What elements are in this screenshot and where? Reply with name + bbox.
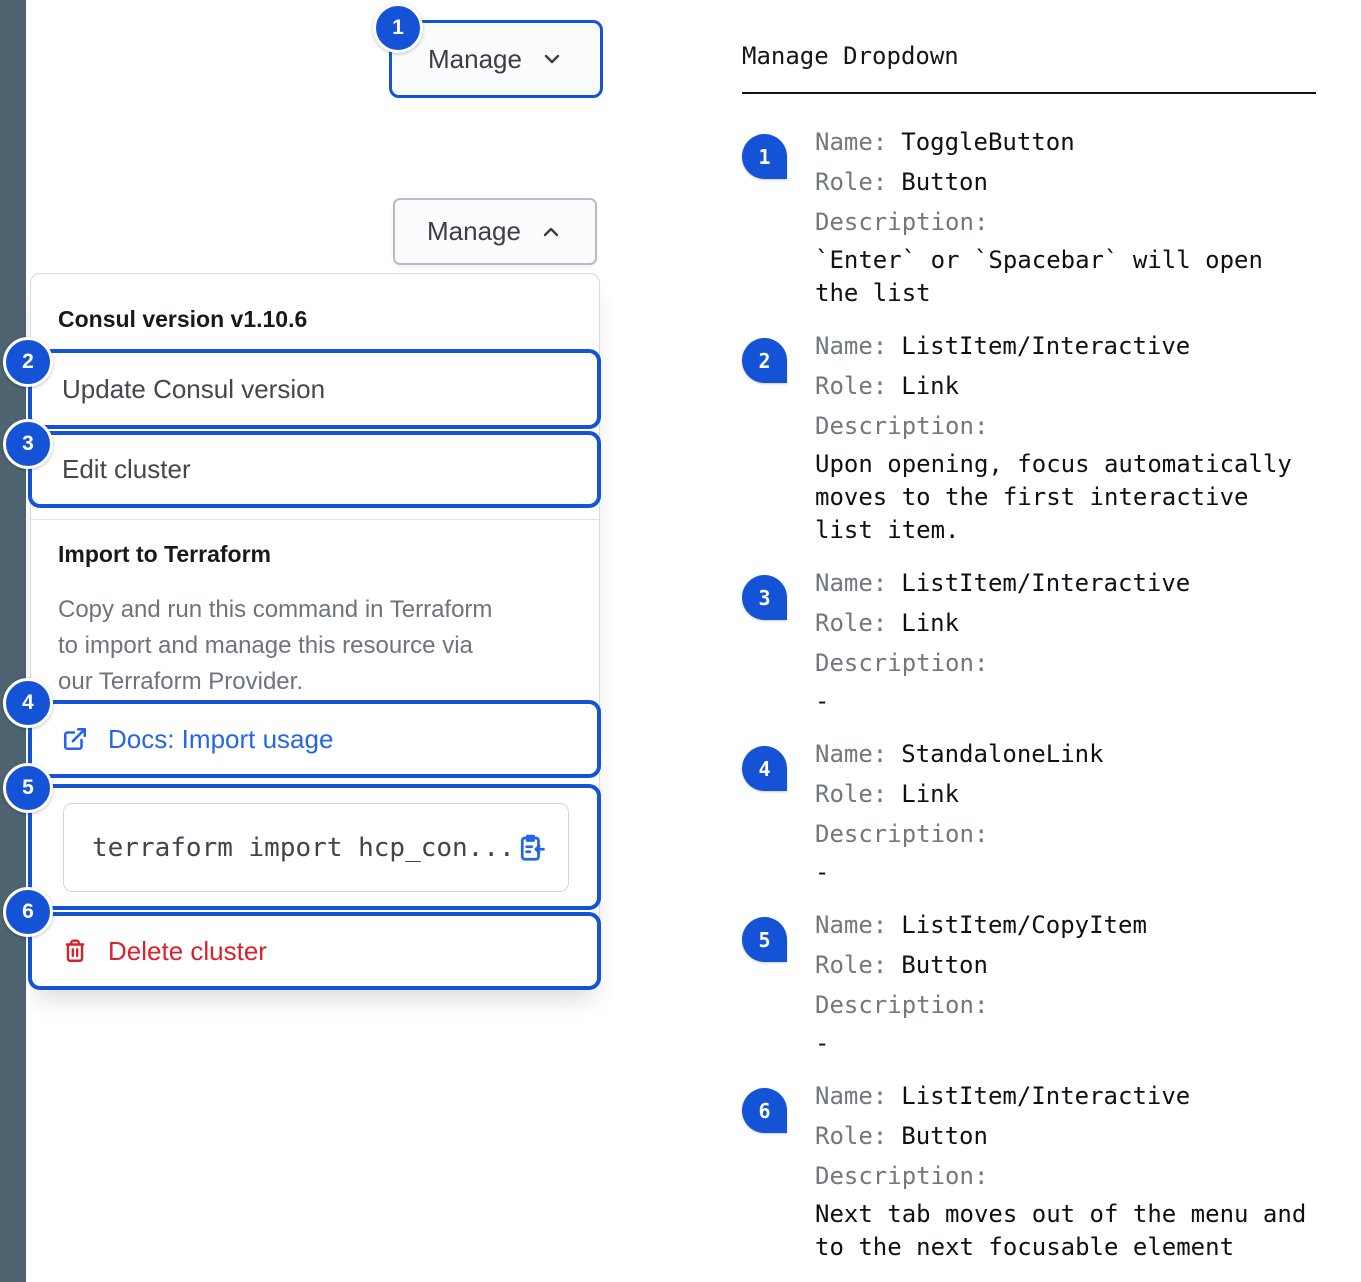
manage-toggle-label: Manage bbox=[428, 43, 522, 74]
description-value: - bbox=[815, 1029, 830, 1057]
menu-item-delete-cluster[interactable]: Delete cluster bbox=[28, 912, 601, 990]
menu-item-docs-import-usage[interactable]: Docs: Import usage bbox=[28, 700, 601, 778]
description-label: Description: bbox=[815, 412, 989, 440]
name-label: Name: bbox=[815, 332, 888, 360]
spec-badge-6: 6 bbox=[742, 1088, 787, 1133]
spec-badge-3: 3 bbox=[742, 575, 787, 620]
docs-link-label: Docs: Import usage bbox=[108, 723, 334, 754]
role-label: Role: bbox=[815, 1122, 888, 1150]
name-value: ListItem/Interactive bbox=[901, 332, 1191, 360]
annotation-badge-3: 3 bbox=[3, 419, 53, 469]
role-label: Role: bbox=[815, 951, 888, 979]
role-value: Button bbox=[901, 951, 988, 979]
consul-version-header: Consul version v1.10.6 bbox=[58, 306, 308, 332]
description-value: Next tab moves out of the menu and to th… bbox=[815, 1200, 1307, 1261]
manage-toggle-button-closed[interactable]: Manage bbox=[389, 20, 603, 98]
spec-entries: 1 Name: ToggleButton Role: Button Descript… bbox=[742, 122, 1327, 1264]
import-terraform-header: Import to Terraform bbox=[58, 541, 271, 567]
menu-item-label: Edit cluster bbox=[62, 454, 191, 484]
name-label: Name: bbox=[815, 128, 888, 156]
role-value: Link bbox=[901, 780, 960, 808]
spec-divider bbox=[742, 92, 1316, 94]
description-label: Description: bbox=[815, 208, 989, 236]
annotation-badge-1: 1 bbox=[373, 3, 423, 53]
name-value: ListItem/Interactive bbox=[901, 569, 1191, 597]
description-label: Description: bbox=[815, 649, 989, 677]
menu-item-update-consul-version[interactable]: Update Consul version bbox=[28, 349, 601, 429]
terraform-command-text: terraform import hcp_con... bbox=[92, 832, 515, 863]
menu-item-copy-command[interactable]: terraform import hcp_con... bbox=[28, 784, 601, 910]
spec-badge-5: 5 bbox=[742, 917, 787, 962]
role-value: Link bbox=[901, 372, 960, 400]
chevron-down-icon bbox=[544, 54, 560, 64]
name-label: Name: bbox=[815, 911, 888, 939]
name-value: ListItem/Interactive bbox=[901, 1082, 1191, 1110]
left-sidebar-strip bbox=[0, 0, 26, 1282]
external-link-icon bbox=[63, 727, 87, 751]
annotation-badge-2: 2 bbox=[3, 337, 53, 387]
manage-toggle-label: Manage bbox=[427, 216, 521, 246]
role-value: Button bbox=[901, 1122, 988, 1150]
clipboard-copy-icon[interactable] bbox=[516, 833, 546, 863]
name-label: Name: bbox=[815, 569, 888, 597]
annotation-badge-4: 4 bbox=[3, 678, 53, 728]
menu-item-label: Update Consul version bbox=[62, 373, 326, 404]
description-label: Description: bbox=[815, 991, 989, 1019]
spec-badge-2: 2 bbox=[742, 338, 787, 383]
description-value: - bbox=[815, 858, 830, 886]
spec-title: Manage Dropdown bbox=[742, 42, 959, 70]
annotation-badge-5: 5 bbox=[3, 763, 53, 813]
spec-entry-2: 2 Name: ListItem/Interactive Role: Link De… bbox=[742, 326, 1327, 547]
role-value: Button bbox=[901, 168, 988, 196]
manage-toggle-button-open[interactable]: Manage bbox=[393, 198, 597, 265]
spec-entry-1: 1 Name: ToggleButton Role: Button Descript… bbox=[742, 122, 1327, 310]
spec-entry-5: 5 Name: ListItem/CopyItem Role: Button Des… bbox=[742, 905, 1327, 1060]
spec-badge-1: 1 bbox=[742, 134, 787, 179]
name-label: Name: bbox=[815, 740, 888, 768]
role-label: Role: bbox=[815, 168, 888, 196]
name-value: ToggleButton bbox=[901, 128, 1075, 156]
spec-entry-3: 3 Name: ListItem/Interactive Role: Link De… bbox=[742, 563, 1327, 718]
annotation-badge-6: 6 bbox=[3, 887, 53, 937]
import-terraform-description: Copy and run this command in Terraform t… bbox=[58, 596, 493, 695]
spec-entry-6: 6 Name:ListItem/Interactive Role:Button … bbox=[742, 1076, 1327, 1264]
description-value: - bbox=[815, 687, 830, 715]
name-label: Name: bbox=[815, 1082, 888, 1110]
menu-divider bbox=[31, 519, 599, 520]
chevron-up-icon bbox=[543, 227, 559, 236]
description-label: Description: bbox=[815, 820, 989, 848]
description-value: `Enter` or `Spacebar` will open the list bbox=[815, 246, 1263, 307]
role-label: Role: bbox=[815, 372, 888, 400]
role-value: Link bbox=[901, 609, 960, 637]
role-label: Role: bbox=[815, 780, 888, 808]
name-value: StandaloneLink bbox=[901, 740, 1104, 768]
description-value: Upon opening, focus automatically moves … bbox=[815, 450, 1292, 544]
trash-icon bbox=[65, 939, 85, 962]
menu-item-edit-cluster[interactable]: Edit cluster bbox=[28, 431, 601, 508]
delete-cluster-label: Delete cluster bbox=[108, 935, 267, 966]
terraform-command-box[interactable]: terraform import hcp_con... bbox=[63, 803, 569, 892]
name-value: ListItem/CopyItem bbox=[901, 911, 1147, 939]
description-label: Description: bbox=[815, 1162, 989, 1190]
role-label: Role: bbox=[815, 609, 888, 637]
spec-badge-4: 4 bbox=[742, 746, 787, 791]
spec-entry-4: 4 Name: StandaloneLink Role: Link Descript… bbox=[742, 734, 1327, 889]
spec-panel: Manage Dropdown 1 Name: ToggleButton Role… bbox=[742, 42, 1327, 1280]
